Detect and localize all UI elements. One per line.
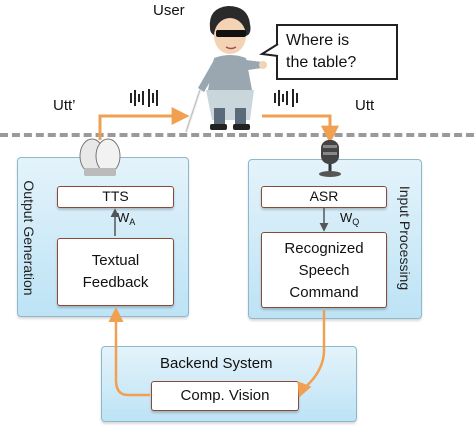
textual-feedback-box: Textual Feedback — [57, 238, 174, 306]
arrow-recognized-to-vision — [297, 310, 326, 398]
utt-prime-label: Utt’ — [53, 97, 76, 114]
utt-label: Utt — [355, 97, 375, 114]
wq-sub: Q — [352, 217, 360, 227]
backend-system-label: Backend System — [160, 355, 273, 372]
microphone-icon — [319, 140, 341, 177]
feedback-line-1: Textual — [91, 252, 140, 269]
recognized-command-box: Recognized Speech Command — [261, 232, 387, 308]
sound-wave-icon-left — [130, 89, 158, 107]
wq-base: W — [340, 210, 353, 225]
bubble-tail — [259, 43, 279, 57]
user-label: User — [153, 2, 185, 19]
weight-wa: WA — [117, 210, 136, 227]
recognized-line-2: Speech — [298, 262, 350, 279]
divider-line — [0, 133, 474, 137]
arrow-vision-to-feedback — [108, 307, 150, 397]
wa-base: W — [117, 210, 130, 225]
wa-sub: A — [129, 217, 136, 227]
speaker-icon — [79, 138, 121, 176]
asr-box: ASR — [261, 186, 387, 208]
arrow-speaker-to-user — [98, 107, 190, 140]
arrow-user-to-mic — [262, 114, 339, 144]
tts-box: TTS — [57, 186, 174, 208]
speech-bubble: Where is the table? — [276, 24, 398, 80]
weight-wq: WQ — [340, 210, 360, 227]
user-person-icon — [184, 6, 267, 133]
feedback-line-2: Feedback — [82, 274, 149, 291]
speech-line-1: Where is — [286, 32, 350, 49]
sound-wave-icon-right — [274, 89, 298, 107]
comp-vision-box: Comp. Vision — [151, 381, 299, 411]
recognized-line-3: Command — [289, 284, 359, 301]
speech-line-2: the table? — [286, 54, 357, 71]
recognized-line-1: Recognized — [284, 240, 364, 257]
